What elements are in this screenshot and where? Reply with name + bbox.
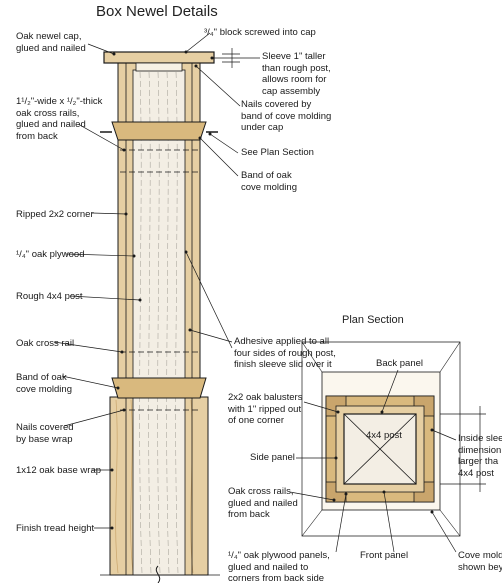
leader-dot	[208, 132, 212, 136]
leader-line	[431, 429, 457, 441]
leader-line	[199, 137, 239, 177]
dimension-tick	[222, 48, 240, 68]
label-cross-rails-plan: Oak cross rails, glued and nailed from b…	[228, 486, 298, 520]
leader-dot	[184, 50, 188, 54]
leader-dot	[210, 56, 214, 60]
cap-block	[135, 62, 183, 72]
leader-line	[185, 32, 211, 53]
leader-dot	[112, 52, 116, 56]
leader-line	[65, 253, 135, 257]
wood-grain	[130, 399, 134, 574]
leader-dot	[336, 410, 340, 414]
leader-line	[63, 409, 125, 427]
label-balusters: 2x2 oak balusters with 1" ripped out of …	[228, 392, 303, 426]
leader-dot	[116, 386, 120, 390]
label-back-panel: Back panel	[376, 358, 424, 369]
label-tread-height: Finish tread height	[16, 523, 95, 534]
label-sleeve: Sleeve 1" taller than rough post, allows…	[262, 51, 331, 97]
leader-line	[189, 329, 233, 343]
label-rough-post: Rough 4x4 post	[16, 291, 83, 302]
plan-dimension	[440, 406, 486, 492]
leader-dot	[382, 490, 386, 494]
leader-dot	[124, 212, 128, 216]
leader-dot	[110, 468, 114, 472]
leader-line	[61, 375, 119, 389]
label-plywood: ¹/₄" oak plywood	[16, 249, 85, 260]
leader-line	[381, 369, 399, 413]
label-cove-mold: Cove mold shown bey	[458, 550, 502, 573]
label-nails-base: Nails covered by base wrap	[16, 422, 74, 445]
label-front-panel: Front panel	[360, 550, 409, 561]
plan-post-cross	[343, 413, 417, 485]
label-base-wrap: 1x12 oak base wrap	[16, 465, 102, 476]
leader-line	[335, 493, 347, 553]
leader-dot	[380, 410, 384, 414]
leader-dot	[334, 456, 338, 460]
leader-dot	[430, 510, 434, 514]
leader-line	[77, 123, 125, 151]
leader-dot	[332, 498, 336, 502]
leader-dot	[184, 250, 188, 254]
wood-grain	[115, 399, 119, 574]
label-plywood-panels: ¹/₄" oak plywood panels, glued and naile…	[228, 550, 330, 584]
leader-line	[185, 251, 233, 349]
leader-line	[91, 212, 127, 215]
leader-line	[289, 491, 335, 501]
cove-band-top	[111, 121, 207, 141]
leader-dot	[132, 254, 136, 258]
leader-line	[209, 133, 239, 154]
leader-dot	[430, 428, 434, 432]
label-band-cove-bottom: Band of oak cove molding	[16, 372, 72, 395]
leader-line	[383, 491, 395, 553]
label-adhesive: Adhesive applied to all four sides of ro…	[234, 336, 336, 370]
diagram-title: Box Newel Details	[96, 3, 218, 20]
leader-dot	[198, 136, 202, 140]
leader-line	[53, 341, 123, 353]
leader-dot	[138, 298, 142, 302]
label-cross-rail: Oak cross rail	[16, 338, 75, 349]
leader-dot	[344, 492, 348, 496]
leader-line	[303, 401, 339, 413]
label-nails-covered-cap: Nails covered by band of cove molding un…	[241, 99, 332, 133]
plan-miter-lines	[301, 341, 461, 537]
leader-dot	[122, 408, 126, 412]
label-see-plan-section: See Plan Section	[241, 147, 314, 158]
leader-line	[87, 43, 115, 55]
break-line	[155, 565, 161, 583]
leader-dot	[122, 148, 126, 152]
label-band-cove-top: Band of oak cove molding	[241, 170, 297, 193]
label-inside-dimension: Inside slee dimension larger tha 4x4 pos…	[458, 433, 502, 479]
plan-section-title: Plan Section	[342, 314, 404, 326]
leader-line	[431, 511, 457, 553]
label-cross-rails-top: 1¹/₂"-wide x ¹/₂"-thick oak cross rails,…	[16, 96, 103, 142]
label-ripped-corner: Ripped 2x2 corner	[16, 209, 94, 220]
label-side-panel: Side panel	[250, 452, 295, 463]
label-newel-cap: Oak newel cap, glued and nailed	[16, 31, 86, 54]
label-4x4-post: 4x4 post	[366, 430, 402, 441]
newel-cap	[103, 51, 215, 64]
leader-dot	[188, 328, 192, 332]
leader-line	[195, 65, 241, 107]
label-block: ³/₄" block screwed into cap	[204, 27, 316, 38]
leader-line	[69, 295, 141, 301]
cove-band-bottom	[111, 377, 207, 399]
leader-dot	[194, 64, 198, 68]
leader-dot	[120, 350, 124, 354]
leader-dot	[110, 526, 114, 530]
